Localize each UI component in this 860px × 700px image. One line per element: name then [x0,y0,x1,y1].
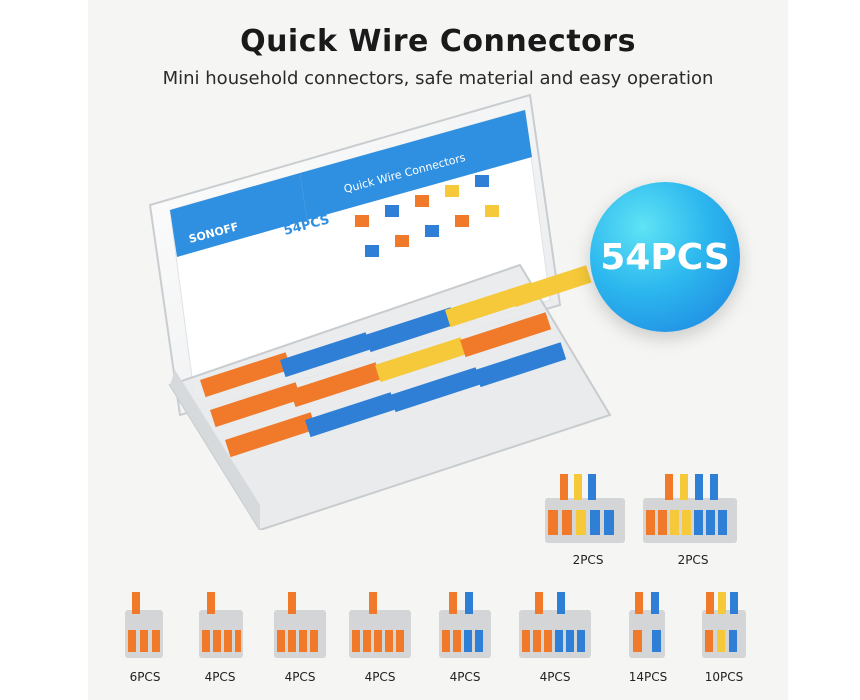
page-subtitle: Mini household connectors, safe material… [162,68,714,89]
item-label: 4PCS [204,670,236,684]
connector-image [545,474,625,543]
item-label: 4PCS [364,670,396,684]
connector-image [643,474,737,543]
connector-image [199,592,243,658]
connector-image [349,592,411,658]
connector-image [439,592,491,658]
item-label: 4PCS [539,670,571,684]
connector-image [274,592,326,658]
connector-image [125,592,163,658]
page-title: Quick Wire Connectors [240,24,636,59]
item-label: 4PCS [449,670,481,684]
item-label: 6PCS [129,670,161,684]
item-label: 4PCS [284,670,316,684]
storage-box-image: Quick Wire Connectors SONOFF 54PCS [148,93,612,530]
item-label: 2PCS [572,553,604,567]
connector-image [629,592,665,658]
connector-image [702,592,746,658]
item-label: 14PCS [628,670,668,684]
item-label: 2PCS [677,553,709,567]
item-label: 10PCS [704,670,744,684]
quantity-badge: 54PCS [590,182,740,332]
connector-image [519,592,591,658]
